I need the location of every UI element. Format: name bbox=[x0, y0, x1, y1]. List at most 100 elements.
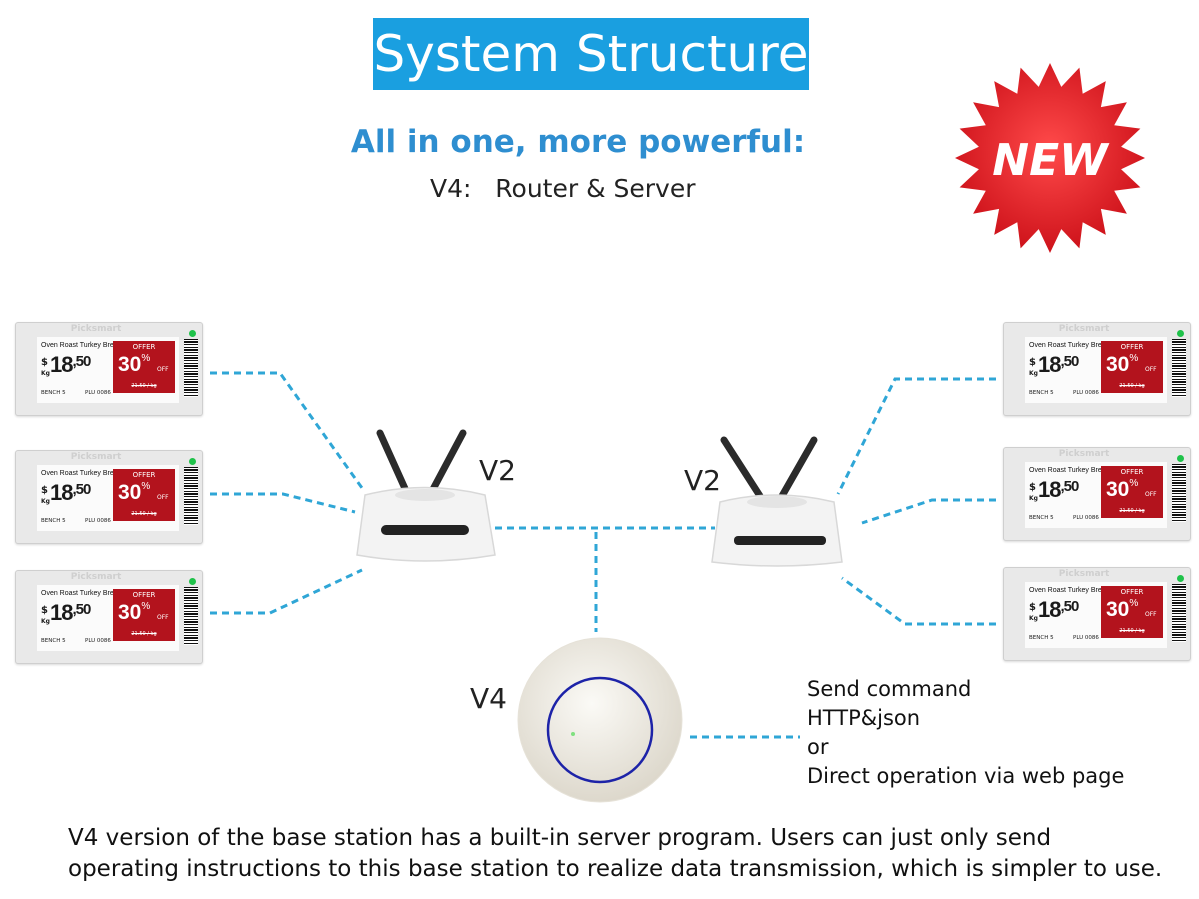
tag-brand: Picksmart bbox=[1058, 569, 1110, 579]
tag-offer-value: 30 bbox=[118, 601, 142, 624]
tag-offer-box: OFFER 30% OFF 21.50 / kg bbox=[1101, 586, 1163, 638]
new-badge-text: NEW bbox=[992, 135, 1110, 186]
tag-plu: PLU 0086 bbox=[85, 390, 111, 396]
status-led-icon bbox=[189, 330, 196, 337]
tag-plu: PLU 0086 bbox=[1073, 635, 1099, 641]
web-page-line: Direct operation via web page bbox=[807, 764, 1125, 788]
send-command-block: Send command HTTP&json or Direct operati… bbox=[807, 675, 1124, 791]
tag-percent-sign: % bbox=[1129, 353, 1139, 364]
footer-line-1: V4 version of the base station has a bui… bbox=[68, 825, 1052, 851]
tag-unit: Kg bbox=[41, 618, 50, 625]
tag-off-label: OFF bbox=[1145, 611, 1157, 618]
base-station-icon bbox=[517, 637, 683, 803]
tag-price-main: 18 bbox=[1038, 352, 1062, 377]
footer-line-2: operating instructions to this base stat… bbox=[68, 856, 1163, 882]
tag-offer-percent: 30% bbox=[1106, 478, 1138, 502]
tag-price-main: 18 bbox=[1038, 477, 1062, 502]
tag-currency: $ bbox=[41, 605, 48, 616]
tag-price: 18,50 bbox=[50, 352, 91, 378]
connector-tag-right-1 bbox=[836, 377, 996, 495]
tag-offer-label: OFFER bbox=[1120, 588, 1144, 596]
barcode-icon bbox=[1172, 584, 1186, 642]
tag-old-price: 21.50 / kg bbox=[1119, 508, 1145, 514]
tag-brand: Picksmart bbox=[70, 452, 122, 462]
tag-price-cents: ,50 bbox=[72, 601, 91, 618]
tag-offer-label: OFFER bbox=[1120, 343, 1144, 351]
tag-price-main: 18 bbox=[50, 480, 74, 505]
tag-off-label: OFF bbox=[1145, 366, 1157, 373]
starburst-shape bbox=[955, 63, 1145, 253]
tag-price-cents: ,50 bbox=[72, 481, 91, 498]
tag-product-name: Oven Roast Turkey Breast bbox=[41, 470, 124, 477]
tag-old-price: 21.50 / kg bbox=[131, 511, 157, 517]
tag-price-cents: ,50 bbox=[1060, 478, 1079, 495]
status-led-icon bbox=[1177, 575, 1184, 582]
tag-price: 18,50 bbox=[50, 600, 91, 626]
tag-offer-label: OFFER bbox=[132, 343, 156, 351]
tag-plu: PLU 0086 bbox=[85, 638, 111, 644]
tag-bench: BENCH 5 bbox=[41, 638, 66, 644]
tag-product-name: Oven Roast Turkey Breast bbox=[41, 342, 124, 349]
status-led-icon bbox=[1177, 330, 1184, 337]
tag-offer-percent: 30% bbox=[118, 353, 150, 377]
barcode-icon bbox=[1172, 339, 1186, 397]
connector-tag-right-3 bbox=[841, 576, 996, 626]
page-title: System Structure bbox=[373, 18, 809, 90]
tag-brand: Picksmart bbox=[70, 324, 122, 334]
tag-brand: Picksmart bbox=[1058, 449, 1110, 459]
connector-tag-left-3 bbox=[210, 568, 363, 615]
tag-percent-sign: % bbox=[141, 601, 151, 612]
tag-plu: PLU 0086 bbox=[1073, 390, 1099, 396]
router-left-label: V2 bbox=[479, 454, 516, 487]
tag-off-label: OFF bbox=[157, 614, 169, 621]
tag-offer-value: 30 bbox=[1106, 353, 1130, 376]
tag-percent-sign: % bbox=[1129, 598, 1139, 609]
tag-old-price: 21.50 / kg bbox=[1119, 628, 1145, 634]
tag-price-cents: ,50 bbox=[1060, 353, 1079, 370]
tag-offer-percent: 30% bbox=[1106, 598, 1138, 622]
protocol-line: HTTP&json bbox=[807, 706, 921, 730]
tag-old-price: 21.50 / kg bbox=[1119, 383, 1145, 389]
barcode-icon bbox=[1172, 464, 1186, 522]
tag-plu: PLU 0086 bbox=[1073, 515, 1099, 521]
tag-price: 18,50 bbox=[50, 480, 91, 506]
barcode-icon bbox=[184, 467, 198, 525]
tag-offer-label: OFFER bbox=[132, 591, 156, 599]
version-line: V4: Router & Server bbox=[430, 174, 696, 203]
tag-offer-percent: 30% bbox=[118, 481, 150, 505]
tag-product-name: Oven Roast Turkey Breast bbox=[1029, 467, 1112, 474]
subtitle: All in one, more powerful: bbox=[350, 124, 806, 160]
status-led-icon bbox=[189, 458, 196, 465]
tag-unit: Kg bbox=[41, 370, 50, 377]
tag-percent-sign: % bbox=[1129, 478, 1139, 489]
tag-offer-value: 30 bbox=[118, 481, 142, 504]
tag-off-label: OFF bbox=[157, 366, 169, 373]
tag-currency: $ bbox=[41, 357, 48, 368]
tag-bench: BENCH 5 bbox=[1029, 390, 1054, 396]
tag-off-label: OFF bbox=[1145, 491, 1157, 498]
connector-tag-left-2 bbox=[210, 492, 356, 514]
tag-offer-value: 30 bbox=[118, 353, 142, 376]
tag-brand: Picksmart bbox=[1058, 324, 1110, 334]
router-right-label: V2 bbox=[684, 464, 721, 497]
tag-currency: $ bbox=[41, 485, 48, 496]
router-left-icon bbox=[356, 429, 496, 562]
tag-bench: BENCH 5 bbox=[41, 518, 66, 524]
tag-brand: Picksmart bbox=[70, 572, 122, 582]
tag-offer-percent: 30% bbox=[1106, 353, 1138, 377]
base-station-label: V4 bbox=[470, 682, 507, 715]
connector-tag-right-2 bbox=[861, 498, 996, 525]
footer-description: V4 version of the base station has a bui… bbox=[68, 823, 1193, 885]
router-right-icon bbox=[711, 436, 843, 567]
tag-price: 18,50 bbox=[1038, 352, 1079, 378]
